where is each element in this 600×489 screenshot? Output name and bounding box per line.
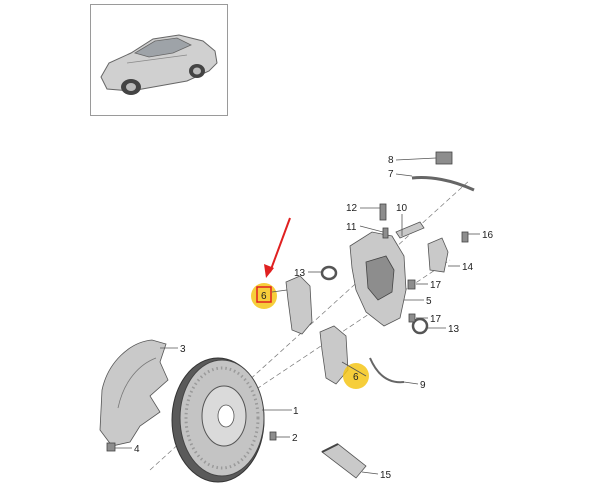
- disc-screw: [269, 431, 277, 441]
- callout-6-box: [256, 286, 272, 303]
- callout-4: 4: [134, 444, 140, 455]
- callout-2: 2: [292, 433, 298, 444]
- brake-dust-shield: [99, 339, 169, 447]
- bleed-screw: [379, 203, 387, 221]
- callout-5: 5: [426, 296, 432, 307]
- callout-12: 12: [346, 203, 358, 214]
- callout-14: 14: [462, 262, 474, 273]
- brake-line: [411, 176, 475, 192]
- callout-10: 10: [396, 203, 408, 214]
- caliper-screw: [407, 279, 416, 290]
- shield-bolt: [106, 442, 116, 452]
- callout-7: 7: [388, 169, 394, 180]
- callout-16: 16: [482, 230, 494, 241]
- callout-13-upper: 13: [294, 268, 306, 279]
- brake-hose-holder: [435, 151, 453, 165]
- bracket-screw: [461, 231, 469, 243]
- callout-6-upper: 6: [261, 291, 267, 302]
- caliper-screw: [408, 313, 416, 323]
- callout-1: 1: [293, 406, 299, 417]
- callout-9: 9: [420, 380, 426, 391]
- brake-line-bracket: [427, 237, 449, 273]
- callout-11: 11: [346, 222, 357, 233]
- red-arrow: [264, 217, 291, 278]
- callout-13-lower: 13: [448, 324, 460, 335]
- callout-6-lower: 6: [353, 372, 359, 383]
- dust-cap: [382, 227, 389, 239]
- car-icon: [100, 34, 218, 95]
- brake-pad-outer: [285, 275, 313, 335]
- seal-ring: [411, 317, 429, 335]
- vehicle-thumbnail: [90, 4, 228, 116]
- callout-8: 8: [388, 155, 394, 166]
- callout-17-lower: 17: [430, 314, 442, 325]
- callout-17-upper: 17: [430, 280, 442, 291]
- highlight-circle: [343, 363, 369, 389]
- callout-15: 15: [380, 470, 392, 481]
- brake-disc: [171, 357, 265, 483]
- callout-3: 3: [180, 344, 186, 355]
- caliper-bolt: [395, 221, 425, 239]
- brake-pad-inner: [319, 325, 349, 385]
- seal-ring: [320, 265, 338, 281]
- wear-sensor: [369, 357, 405, 384]
